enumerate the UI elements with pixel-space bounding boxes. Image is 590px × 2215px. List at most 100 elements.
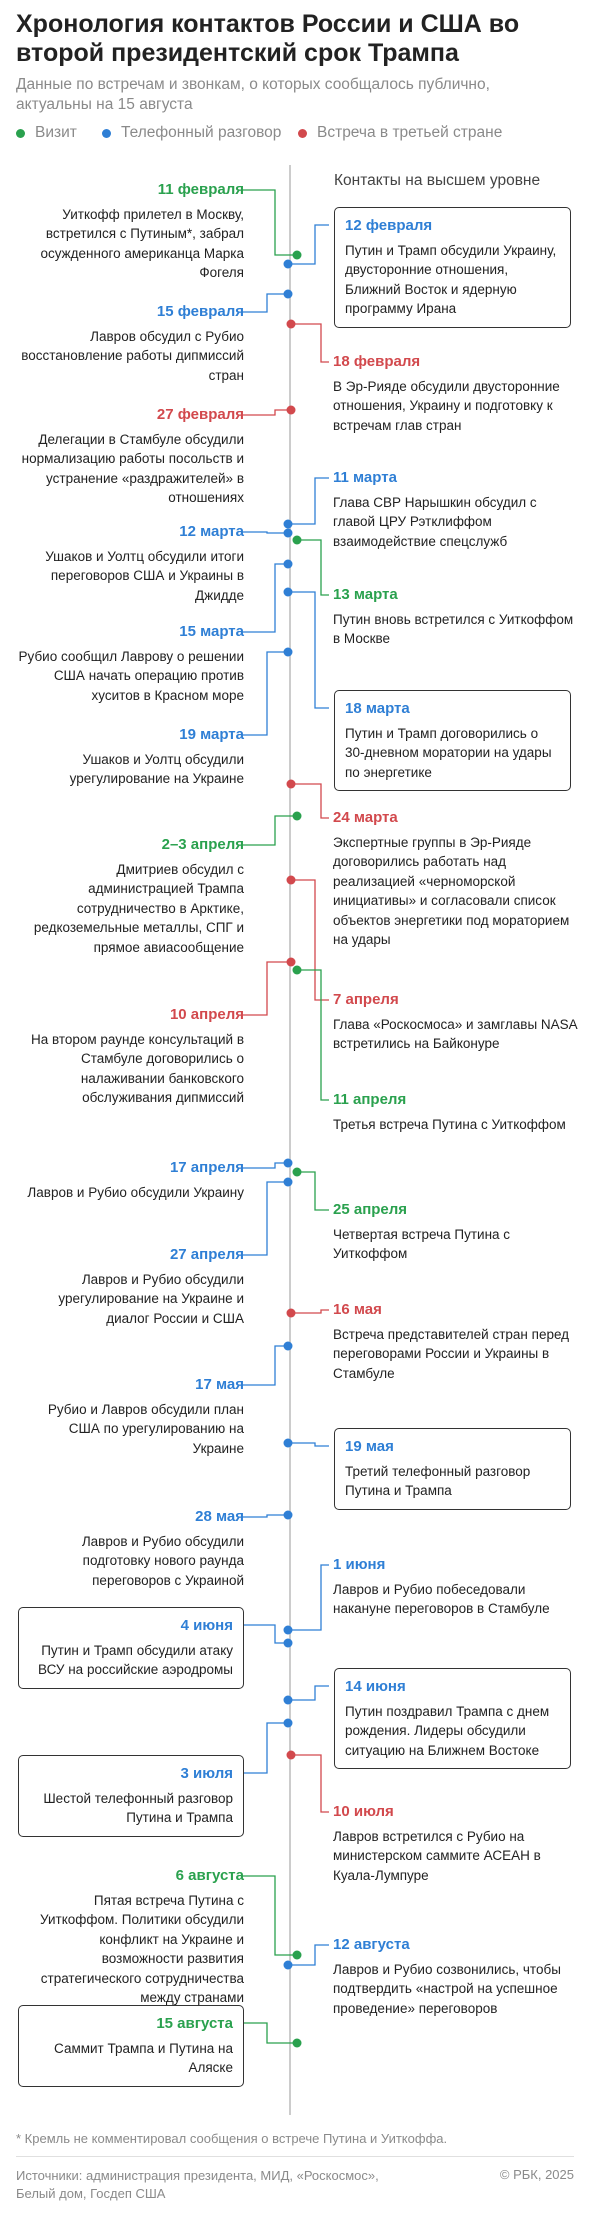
event-text: Уиткофф прилетел в Москву, встретился с … [40, 206, 244, 281]
event-date: 12 февраля [345, 217, 433, 234]
event-date: 18 марта [345, 700, 410, 717]
event-text: Третья встреча Путина с Уиткоффом [333, 1116, 566, 1132]
legend-label: Встреча в третьей стране [317, 124, 503, 141]
event-text: Ушаков и Уолтц обсудили итоги переговоро… [45, 548, 244, 603]
event-text: Путин и Трамп обсудили Украину, двусторо… [345, 242, 557, 317]
legend-dot-icon [16, 128, 25, 138]
connector-line [242, 2022, 297, 2044]
event-date: 27 апреля [169, 1246, 244, 1263]
event-marker-dot-icon [283, 528, 293, 538]
legend-dot-icon [102, 128, 111, 138]
connector-line [242, 1514, 288, 1518]
event-marker-dot-icon [283, 1438, 293, 1448]
connector-line [242, 1345, 288, 1386]
event-text: Путин и Трамп договорились о 30-дневном … [345, 725, 552, 780]
event-text: Пятая встреча Путина с Уиткоффом. Полити… [40, 1892, 244, 2006]
event-marker-dot-icon [283, 559, 293, 569]
connector-line [242, 1181, 288, 1256]
connector-line [242, 189, 297, 256]
event-text: Четвертая встреча Путина с Уиткоффом [333, 1226, 511, 1262]
event-text: Путин вновь встретился с Уиткоффом в Мос… [333, 611, 574, 647]
event-date: 19 мая [345, 1438, 394, 1455]
connector-line [288, 477, 329, 525]
event-date: 15 марта [179, 623, 244, 640]
event-marker-dot-icon [286, 957, 296, 967]
event-text: На втором раунде консультаций в Стамбуле… [30, 1031, 244, 1106]
copyright: © РБК, 2025 [499, 2167, 574, 2182]
legend-dot-icon [298, 128, 307, 138]
connector-line [291, 1754, 329, 1813]
event-text: Лавров и Рубио созвонились, чтобы подтве… [333, 1961, 561, 2016]
event-date: 12 марта [179, 523, 244, 540]
page-title: Хронология контактов России и США во вто… [16, 10, 520, 67]
connector-line [242, 815, 297, 846]
event-date: 11 апреля [333, 1091, 407, 1108]
event-text: Путин поздравил Трампа с днем рождения. … [345, 1703, 550, 1758]
connector-line [291, 1309, 329, 1314]
event-date: 27 февраля [156, 406, 244, 423]
footnote: * Кремль не комментировал сообщения о вс… [16, 2131, 448, 2146]
event-date: 2–3 апреля [161, 836, 244, 853]
event-text: Лавров и Рубио обсудили урегулирование н… [58, 1271, 244, 1326]
event-text: Саммит Трампа и Путина на Аляске [54, 2040, 233, 2076]
event-marker-dot-icon [283, 1718, 293, 1728]
event-marker-dot-icon [283, 519, 293, 529]
connector-line [288, 224, 329, 265]
legend-item: Телефонный разговор [102, 124, 281, 142]
event-date: 4 июня [180, 1617, 233, 1634]
event-date: 19 марта [179, 726, 244, 743]
event-date: 10 июля [333, 1803, 394, 1820]
event-marker-dot-icon [283, 289, 293, 299]
connector-line [288, 1944, 329, 1966]
footer-divider [16, 2156, 574, 2157]
sources: Источники: администрация президента, МИД… [16, 2168, 379, 2201]
connector-line [242, 1162, 288, 1169]
event-text: Лавров и Рубио побеседовали накануне пер… [333, 1581, 550, 1617]
event-date: 15 августа [156, 2015, 233, 2032]
connector-line [288, 1564, 329, 1631]
connector-line [242, 1722, 288, 1774]
event-date: 6 августа [175, 1867, 244, 1884]
event-marker-dot-icon [283, 1341, 293, 1351]
event-marker-dot-icon [283, 259, 293, 269]
event-marker-dot-icon [286, 405, 296, 415]
event-text: В Эр-Рияде обсудили двусторонние отношен… [333, 378, 560, 433]
connector-line [242, 409, 291, 416]
event-marker-dot-icon [292, 2038, 302, 2048]
legend-item: Встреча в третьей стране [298, 124, 502, 142]
event-marker-dot-icon [283, 1510, 293, 1520]
connector-line [291, 879, 329, 1001]
connector-line [288, 591, 329, 709]
connector-line [291, 323, 329, 363]
event-marker-dot-icon [286, 875, 296, 885]
event-marker-dot-icon [292, 811, 302, 821]
event-marker-dot-icon [292, 535, 302, 545]
connector-line [242, 563, 288, 633]
event-marker-dot-icon [283, 1625, 293, 1635]
event-text: Глава «Роскосмоса» и замглавы NASA встре… [333, 1016, 577, 1052]
event-marker-dot-icon [283, 1960, 293, 1970]
connector-line [242, 1624, 288, 1644]
event-marker-dot-icon [292, 1950, 302, 1960]
event-marker-dot-icon [292, 1167, 302, 1177]
connector-line [242, 1875, 297, 1956]
page-subtitle: Данные по встречам и звонкам, о которых … [16, 76, 490, 113]
event-marker-dot-icon [283, 1177, 293, 1187]
event-date: 24 марта [333, 809, 398, 826]
